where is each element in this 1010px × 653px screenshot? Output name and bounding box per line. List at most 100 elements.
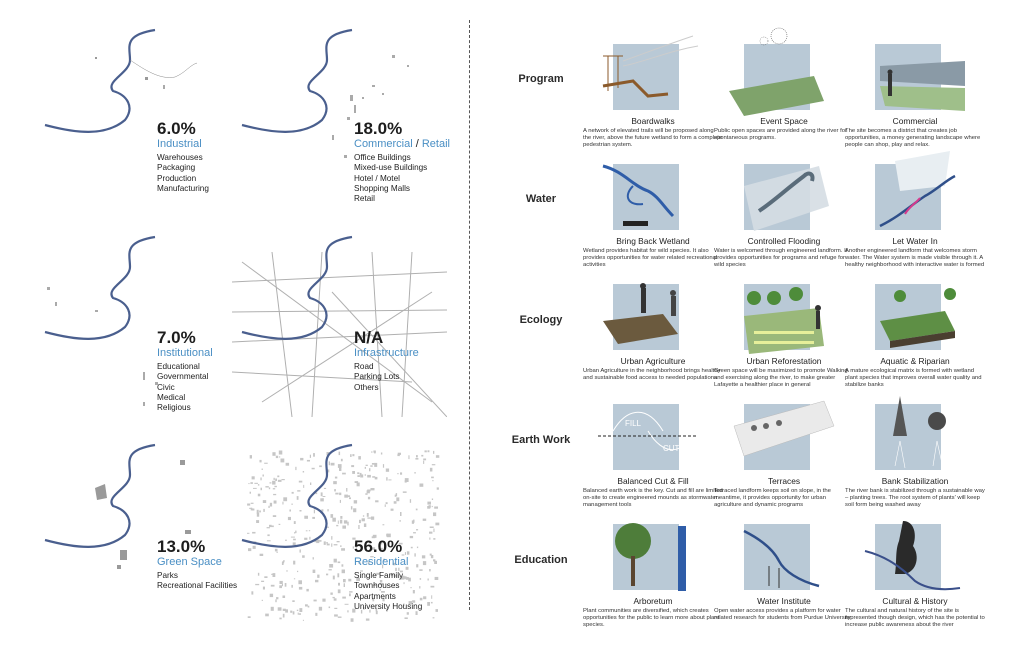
residential-parcel (379, 588, 381, 591)
panel-title: Urban Reforestation (746, 356, 822, 366)
residential-parcel (312, 569, 316, 573)
residential-parcel (397, 473, 399, 475)
residential-parcel (298, 613, 301, 615)
residential-parcel (274, 485, 277, 488)
residential-parcel (398, 575, 400, 578)
residential-parcel (393, 575, 397, 577)
residential-parcel (401, 554, 405, 556)
residential-parcel (353, 508, 357, 513)
residential-parcel (286, 570, 288, 572)
residential-parcel (253, 541, 257, 543)
residential-parcel (397, 452, 401, 455)
residential-parcel (315, 612, 318, 616)
residential-parcel (430, 555, 434, 559)
panel-terraces: Terraces Terraced landform keeps soil on… (714, 400, 854, 509)
residential-parcel (365, 493, 368, 495)
residential-parcel (267, 534, 270, 537)
residential-parcel (261, 468, 263, 470)
panel-boardwalks: Boardwalks A network of elevated trails … (583, 35, 723, 149)
residential-parcel (285, 539, 287, 541)
residential-map (240, 443, 440, 622)
residential-parcel (427, 450, 430, 453)
residential-parcel (379, 580, 383, 583)
residential-parcel (310, 482, 312, 485)
residential-parcel (344, 603, 349, 605)
landuse-name: Industrial (157, 138, 202, 150)
row-title-earth-work: Earth Work (511, 434, 571, 446)
residential-parcel (429, 569, 431, 572)
residential-parcel (406, 612, 409, 615)
residential-parcel (298, 480, 303, 483)
landuse-item: Recreational Facilities (157, 581, 238, 591)
residential-parcel (412, 600, 416, 603)
residential-parcel (320, 498, 324, 502)
panel-title: Commercial (892, 116, 938, 126)
residential-parcel (408, 601, 412, 605)
residential-parcel (396, 497, 400, 502)
residential-parcel (366, 513, 369, 517)
residential-parcel (371, 536, 376, 539)
residential-parcel (337, 464, 342, 468)
residential-parcel (285, 609, 288, 613)
residential-parcel (302, 555, 305, 558)
residential-parcel (298, 586, 303, 590)
residential-parcel (334, 489, 336, 492)
panel-bank-stabilization: Bank Stabilization The river bank is sta… (845, 396, 985, 509)
residential-parcel (308, 530, 311, 532)
residential-parcel (342, 472, 346, 475)
residential-parcel (335, 492, 339, 495)
panel-bring-back-wetland: Bring Back Wetland Wetland provides habi… (583, 164, 723, 269)
residential-parcel (292, 542, 296, 545)
residential-parcel (247, 532, 250, 534)
residential-parcel (369, 609, 371, 613)
residential-parcel (319, 465, 322, 468)
residential-parcel (316, 539, 320, 544)
residential-parcel (293, 560, 296, 565)
residential-parcel (306, 588, 309, 592)
commercial-illustration (875, 44, 965, 111)
row-title-ecology: Ecology (519, 314, 563, 326)
residential-parcel (297, 612, 299, 615)
residential-parcel (322, 598, 326, 602)
residential-parcel (415, 458, 419, 460)
wetland-map-illustration (602, 164, 679, 230)
residential-parcel (295, 530, 297, 534)
panel-title: Event Space (760, 116, 808, 126)
panel-title: Boardwalks (631, 116, 675, 126)
landuse-item: Apartments (354, 591, 396, 601)
residential-parcel (334, 476, 338, 479)
landuse-item: Hotel / Motel (354, 173, 400, 183)
residential-parcel (338, 582, 340, 586)
residential-parcel (369, 468, 371, 472)
residential-parcel (373, 450, 376, 453)
residential-parcel (248, 548, 252, 552)
residential-parcel (265, 613, 269, 617)
residential-parcel (381, 591, 385, 593)
residential-parcel (333, 598, 337, 601)
residential-parcel (331, 543, 333, 547)
cut-label: CUT (663, 444, 680, 453)
residential-parcel (300, 457, 304, 461)
residential-parcel (252, 531, 256, 534)
residential-parcel (304, 537, 308, 540)
residential-parcel (321, 509, 324, 512)
landuse-item: Single Family (354, 571, 404, 580)
landuse-item: Medical (157, 392, 186, 402)
residential-parcel (398, 567, 400, 571)
residential-parcel (435, 522, 440, 526)
residential-parcel (269, 482, 272, 484)
residential-parcel (278, 523, 281, 525)
residential-parcel (383, 558, 385, 561)
panel-description: Public open spaces are provided along th… (714, 128, 847, 141)
landuse-item: Religious (157, 403, 191, 413)
residential-parcel (344, 494, 348, 498)
residential-parcel (349, 497, 351, 500)
residential-parcel (422, 518, 427, 521)
landuse-item: Civic (157, 382, 175, 392)
residential-parcel (282, 595, 286, 598)
residential-parcel (326, 452, 330, 456)
residential-parcel (313, 509, 315, 514)
residential-parcel (326, 573, 329, 576)
residential-parcel (382, 598, 385, 602)
residential-parcel (375, 608, 378, 612)
